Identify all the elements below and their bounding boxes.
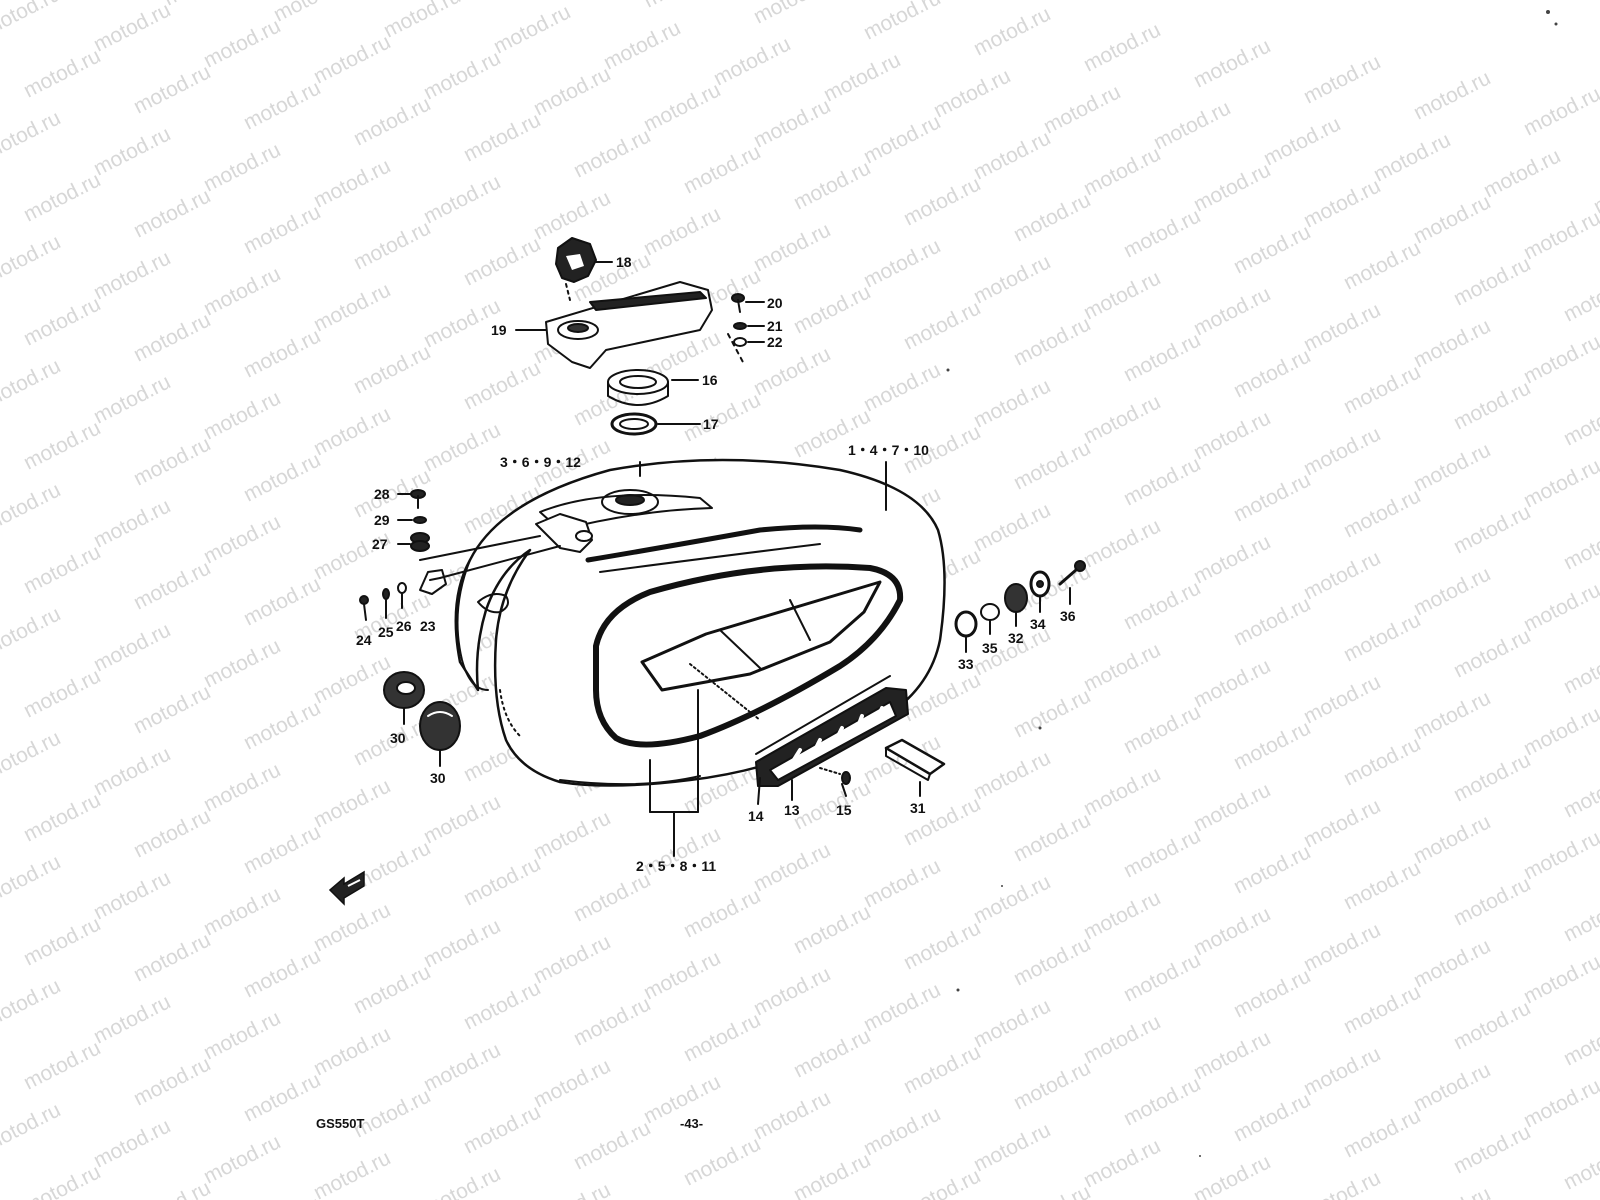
callout-tank-front-group: 3・6・9・12 — [500, 454, 581, 470]
callout-23: 23 — [420, 618, 436, 634]
washer-34 — [1029, 570, 1051, 598]
fuel-cap-lock — [555, 237, 597, 301]
callout-20: 20 — [767, 295, 783, 311]
fuel-tank-body — [454, 458, 946, 813]
callout-18: 18 — [616, 254, 632, 270]
callout-30a: 30 — [390, 730, 406, 746]
bolt-28 — [410, 489, 426, 509]
callout-36: 36 — [1060, 608, 1076, 624]
callout-21: 21 — [767, 318, 783, 334]
callout-29: 29 — [374, 512, 390, 528]
callout-28: 28 — [374, 486, 390, 502]
callout-16: 16 — [702, 372, 718, 388]
page-number: -43- — [680, 1116, 704, 1131]
callout-17: 17 — [703, 416, 719, 432]
callout-32: 32 — [1008, 630, 1024, 646]
callout-24: 24 — [356, 632, 372, 648]
grommet-33 — [954, 610, 978, 638]
callout-33: 33 — [958, 656, 974, 672]
nut-26 — [397, 582, 407, 609]
screw-15 — [841, 771, 851, 797]
suzuki-emblem — [755, 687, 909, 787]
callout-27: 27 — [372, 536, 388, 552]
callout-tank-top-group: 1・4・7・10 — [848, 442, 929, 458]
callout-30b: 30 — [430, 770, 446, 786]
callout-25: 25 — [378, 624, 394, 640]
screw-20 — [731, 293, 745, 313]
callout-14: 14 — [748, 808, 764, 824]
callout-34: 34 — [1030, 616, 1046, 632]
washer-21 — [733, 322, 747, 330]
cushion-30a — [383, 671, 425, 709]
callout-19: 19 — [491, 322, 507, 338]
bolt-24 — [359, 595, 369, 621]
callout-31: 31 — [910, 800, 926, 816]
cushion-32 — [1004, 583, 1028, 613]
bolt-36 — [1058, 560, 1086, 586]
callout-22: 22 — [767, 334, 783, 350]
collar-35 — [980, 603, 1000, 621]
callout-15: 15 — [836, 802, 852, 818]
scan-specks — [946, 10, 1558, 1157]
rubber-pad-31 — [884, 738, 946, 781]
grommet-27 — [410, 532, 430, 552]
bracket-23 — [419, 569, 447, 595]
front-direction-arrow-icon — [328, 870, 365, 906]
cap-gasket — [610, 412, 658, 436]
cap-cover-plate — [545, 281, 713, 369]
callout-13: 13 — [784, 802, 800, 818]
washer-29 — [413, 516, 427, 524]
model-code: GS550T — [316, 1116, 365, 1131]
cushion-30b — [419, 701, 461, 751]
fuel-cap — [607, 369, 669, 406]
callout-tank-bottom-group: 2・5・8・11 — [636, 858, 717, 874]
washer-22 — [733, 337, 747, 347]
washer-25 — [382, 588, 390, 619]
callout-26: 26 — [396, 618, 412, 634]
callout-35: 35 — [982, 640, 998, 656]
